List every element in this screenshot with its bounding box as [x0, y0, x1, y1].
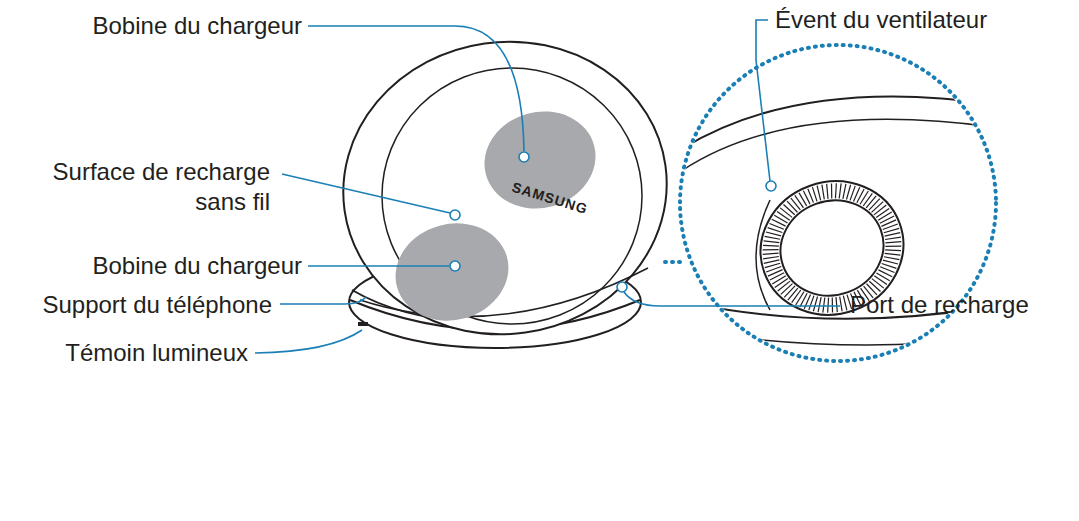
- part-label: Bobine du chargeur: [2, 251, 302, 281]
- part-label: Support du téléphone: [0, 290, 272, 320]
- charger-coil: [385, 211, 520, 333]
- charger-coil: [473, 99, 606, 221]
- part-label: Témoin lumineux: [0, 338, 248, 368]
- part-label: Évent du ventilateur: [775, 5, 1071, 35]
- charger-body: [324, 21, 685, 355]
- part-label: Bobine du chargeur: [2, 11, 302, 41]
- leader-lines: [255, 20, 840, 353]
- indicator-light: [358, 322, 368, 326]
- part-label: Surface de recharge sans fil: [30, 157, 270, 217]
- leader-dots: [450, 152, 776, 292]
- zoom-link: [664, 260, 680, 264]
- part-label: Port de recharge: [850, 290, 1072, 320]
